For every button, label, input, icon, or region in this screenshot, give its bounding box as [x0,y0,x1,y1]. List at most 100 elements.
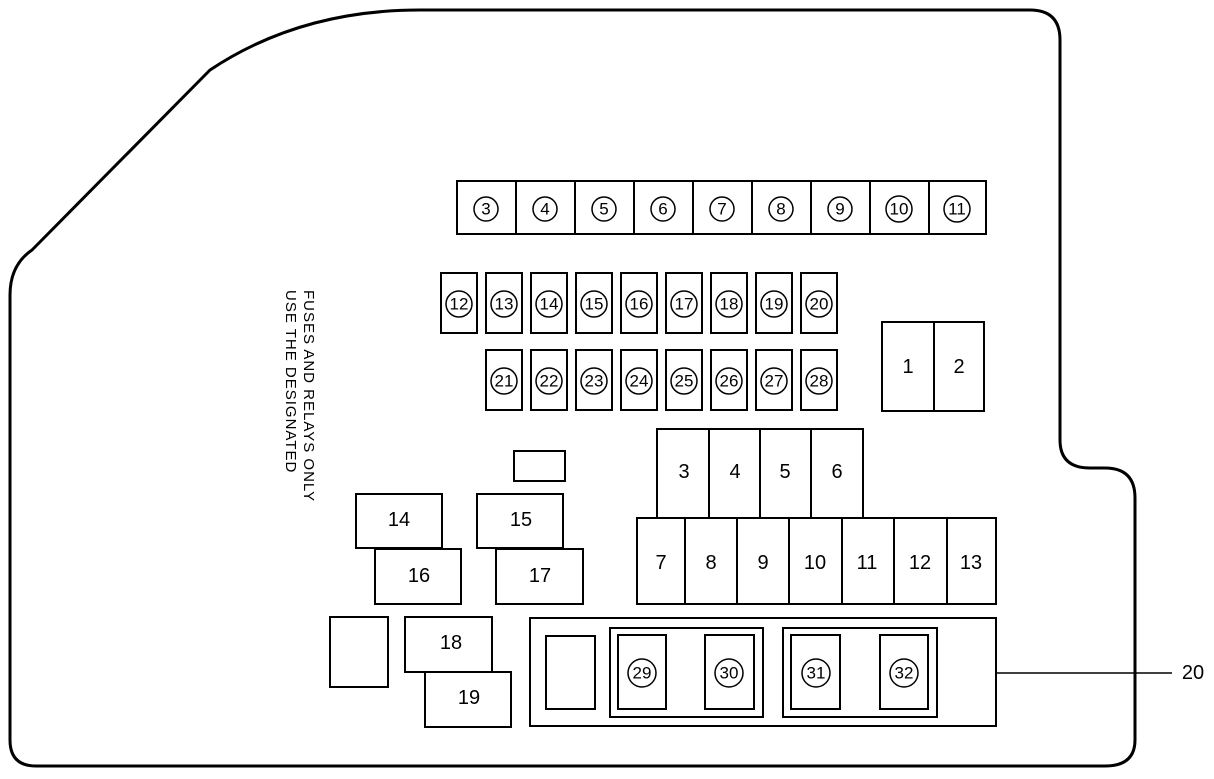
fuse-10-label: 10 [890,200,909,219]
fuse-19-label: 19 [765,295,784,314]
fuse-26-label: 26 [720,372,739,391]
relay-16-slot [374,548,462,605]
fuse-22-slot [530,349,568,411]
relay-18-label: 18 [440,632,462,654]
block-10-label: 10 [804,552,826,574]
callout-20-label: 20 [1182,662,1204,684]
relay-14-slot [355,493,443,549]
block-3-slot [656,428,710,519]
relay-14-label: 14 [388,509,410,531]
fuse-19-slot [755,272,793,334]
fuse-11-slot [928,180,987,235]
fuse-9-label: 9 [835,200,844,219]
fuse-31-slot [790,634,841,710]
fuse-12-label: 12 [450,295,469,314]
fuse-29-slot [617,634,667,710]
fuse-24-label: 24 [630,372,649,391]
relay-1-slot [881,321,935,412]
spare-slot-small [513,450,566,482]
fuse-28-slot [800,349,838,411]
caution-note: USE THE DESIGNATED FUSES AND RELAYS ONLY [282,290,317,502]
relay-1-label: 1 [902,356,913,378]
relay-19-label: 19 [458,687,480,709]
fuse-32-label: 32 [895,664,914,683]
relay-2-label: 2 [953,356,964,378]
fuse-17-slot [665,272,703,334]
fuse-28-label: 28 [810,372,829,391]
block-9-label: 9 [757,552,768,574]
fuse-16-label: 16 [630,295,649,314]
fuse-30-label: 30 [720,664,739,683]
block-row-1: 3 4 5 6 [656,428,864,519]
relay-2-slot [933,321,985,412]
fuse-11-label: 11 [948,200,966,219]
fuse-15-label: 15 [585,295,604,314]
fuse-5-label: 5 [599,200,608,219]
relay-18-slot [404,616,493,673]
relay-16-label: 16 [408,565,430,587]
block-4-slot [708,428,761,519]
fuse-10-slot [869,180,930,235]
fuse-12-slot [440,272,478,334]
fuse-4-label: 4 [540,200,549,219]
fuse-23-label: 23 [585,372,604,391]
block-4-label: 4 [729,461,740,483]
block-3-label: 3 [678,461,689,483]
fuse-7-label: 7 [717,200,726,219]
fuse-21-slot [485,349,523,411]
fuse-8-label: 8 [776,200,785,219]
relay-19-slot [424,671,512,728]
fuse-3-label: 3 [481,200,490,219]
block-12-label: 12 [909,552,931,574]
relay-17-label: 17 [529,565,551,587]
fuse-24-slot [620,349,658,411]
spare-relay-slot [329,616,389,688]
fuse-31-label: 31 [807,664,826,683]
fuse-8-slot [751,180,812,235]
fuse-13-slot [485,272,523,334]
fuse-32-slot [879,634,929,710]
relay-pair: 1 2 [881,321,985,412]
relay-17-slot [495,548,584,605]
block-8-label: 8 [705,552,716,574]
fuse-17-label: 17 [675,295,694,314]
block-7-label: 7 [655,552,666,574]
fuse-box-outline [8,8,1137,768]
fuse-20-label: 20 [810,295,829,314]
left-relays: 14 15 16 17 18 19 [329,493,584,728]
fuse-27-slot [755,349,793,411]
fuse-18-label: 18 [720,295,739,314]
block-20: 29 30 31 32 [529,617,997,727]
mini-fuse-row-1: 12 13 14 15 16 17 18 19 20 [440,272,838,334]
fuse-22-label: 22 [540,372,559,391]
fuse-5-slot [574,180,635,235]
block-row-2: 7 8 9 10 11 12 13 [636,517,997,605]
note-line-2: FUSES AND RELAYS ONLY [300,290,317,502]
block-6-label: 6 [831,461,842,483]
mini-fuse-row-2: 21 22 23 24 25 26 27 28 [485,349,838,411]
fuse-21-label: 21 [495,372,514,391]
block-13-label: 13 [960,552,982,574]
top-fuse-row: 3 4 5 6 7 8 9 10 11 [456,180,987,235]
fuse-30-slot [704,634,755,710]
block-13-slot [946,517,997,605]
fuse-25-label: 25 [675,372,694,391]
fuse-7-slot [692,180,753,235]
block-5-label: 5 [779,461,790,483]
relay-15-label: 15 [510,509,532,531]
note-line-1: USE THE DESIGNATED [282,290,299,473]
fuse-27-label: 27 [765,372,784,391]
fuse-13-label: 13 [495,295,514,314]
fuse-16-slot [620,272,658,334]
fuse-18-slot [710,272,748,334]
fuse-6-label: 6 [658,200,667,219]
block-11-label: 11 [857,552,878,574]
fuse-29-label: 29 [633,664,652,683]
fuse-26-slot [710,349,748,411]
fuse-9-slot [810,180,871,235]
fuse-20-slot [800,272,838,334]
fuse-23-slot [575,349,613,411]
fuse-15-slot [575,272,613,334]
fuse-14-label: 14 [540,295,559,314]
